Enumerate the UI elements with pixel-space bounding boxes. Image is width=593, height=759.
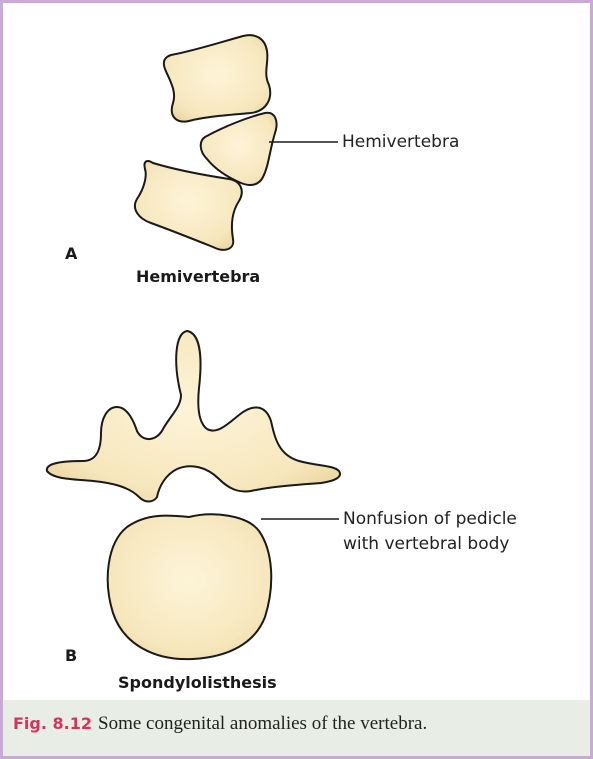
panel-b-title: Spondylolisthesis — [118, 673, 277, 692]
panel-a-illustration — [135, 35, 338, 250]
caption-description: Some congenital anomalies of the vertebr… — [98, 713, 427, 734]
panel-a-title: Hemivertebra — [136, 267, 260, 286]
figure-area: Hemivertebra A Hemivertebra Nonfusion of… — [3, 3, 590, 700]
neural-arch — [47, 331, 340, 502]
figure-caption: Fig. 8.12 Some congenital anomalies of th… — [3, 700, 590, 756]
caption-text-row: Fig. 8.12 Some congenital anomalies of th… — [13, 713, 427, 735]
panel-b-illustration — [47, 331, 340, 659]
illustration — [3, 3, 590, 700]
nonfusion-callout-line2: with vertebral body — [343, 532, 509, 556]
panel-b-letter: B — [65, 646, 77, 665]
panel-a-letter: A — [65, 244, 77, 263]
hemivertebra-wedge — [201, 113, 277, 185]
upper-vertebra — [164, 35, 270, 121]
hemivertebra-callout: Hemivertebra — [342, 130, 459, 154]
figure-number: Fig. 8.12 — [13, 714, 92, 733]
vertebral-body — [108, 514, 272, 659]
nonfusion-callout-line1: Nonfusion of pedicle — [343, 507, 517, 531]
